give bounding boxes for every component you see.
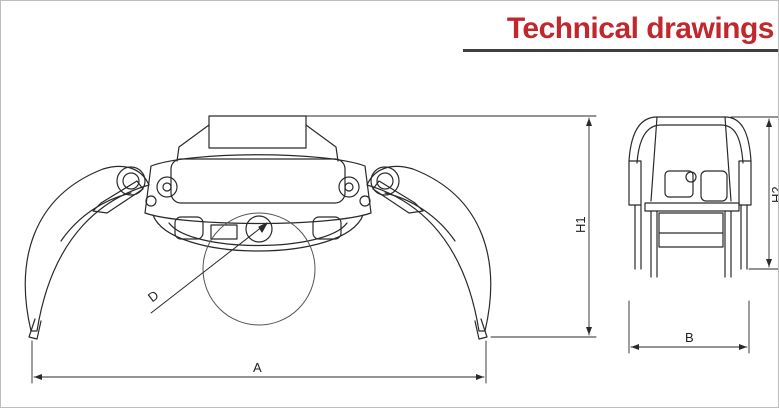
- side-view: [628, 116, 752, 278]
- center-pin: [245, 215, 273, 243]
- body-plate: [170, 158, 346, 204]
- right-jaw-rib: [384, 192, 456, 242]
- grapple-body: [144, 154, 372, 225]
- dimension-h1: H1: [305, 115, 597, 338]
- right-pivot-outer: [370, 166, 400, 196]
- side-left-plate: [628, 160, 642, 206]
- right-jaw-outer: [366, 165, 492, 332]
- right-pin-outer: [338, 176, 360, 198]
- side-frame: [644, 202, 740, 212]
- dimension-a: A: [31, 340, 487, 384]
- dimension-h2-label: H2: [769, 186, 779, 203]
- front-view: D: [24, 115, 492, 340]
- left-pin-inner: [162, 182, 172, 192]
- dimension-d-label: D: [145, 287, 162, 305]
- left-pivot-inner: [122, 172, 140, 190]
- left-bearing: [174, 216, 204, 240]
- dimension-d-leader: [150, 222, 268, 314]
- side-motor-cap: [685, 171, 697, 183]
- rotator-bowl-inner: [168, 222, 348, 246]
- left-jaw-outer: [24, 165, 150, 332]
- side-motor: [664, 170, 694, 198]
- side-right-strut: [724, 116, 732, 202]
- mount-flanges: [176, 124, 339, 162]
- center-block: [210, 224, 238, 240]
- side-top-arc-inner: [636, 124, 744, 164]
- right-pin-inner: [344, 182, 354, 192]
- left-pin-outer: [156, 176, 178, 198]
- dimension-b: B: [628, 300, 750, 354]
- left-jaw-rib: [60, 192, 132, 242]
- rotator-bowl-outer: [152, 214, 364, 252]
- side-swivel: [700, 170, 728, 202]
- side-left-strut: [650, 116, 658, 202]
- dimension-b-label: B: [685, 330, 694, 345]
- page-title: Technical drawings: [506, 12, 775, 45]
- right-cylinder: [372, 180, 424, 214]
- left-pivot-outer: [116, 166, 146, 196]
- top-mount: [208, 115, 307, 149]
- left-small-pin: [145, 195, 157, 207]
- dimension-a-label: A: [253, 360, 262, 375]
- side-top-arc-outer: [628, 116, 752, 162]
- side-right-plate: [738, 160, 752, 206]
- dimension-d-arrow: [258, 222, 268, 233]
- dimension-h2: H2: [730, 116, 779, 270]
- side-rotator: [658, 212, 724, 248]
- dimension-h1-label: H1: [573, 216, 588, 233]
- right-jaw-tip: [474, 318, 488, 340]
- right-bearing: [312, 216, 342, 240]
- right-pivot-inner: [376, 172, 394, 190]
- title-underline: [463, 49, 778, 52]
- dimension-d-circle: [202, 212, 316, 326]
- right-small-pin: [359, 195, 371, 207]
- left-jaw-tip: [28, 318, 42, 340]
- left-cylinder: [92, 180, 144, 214]
